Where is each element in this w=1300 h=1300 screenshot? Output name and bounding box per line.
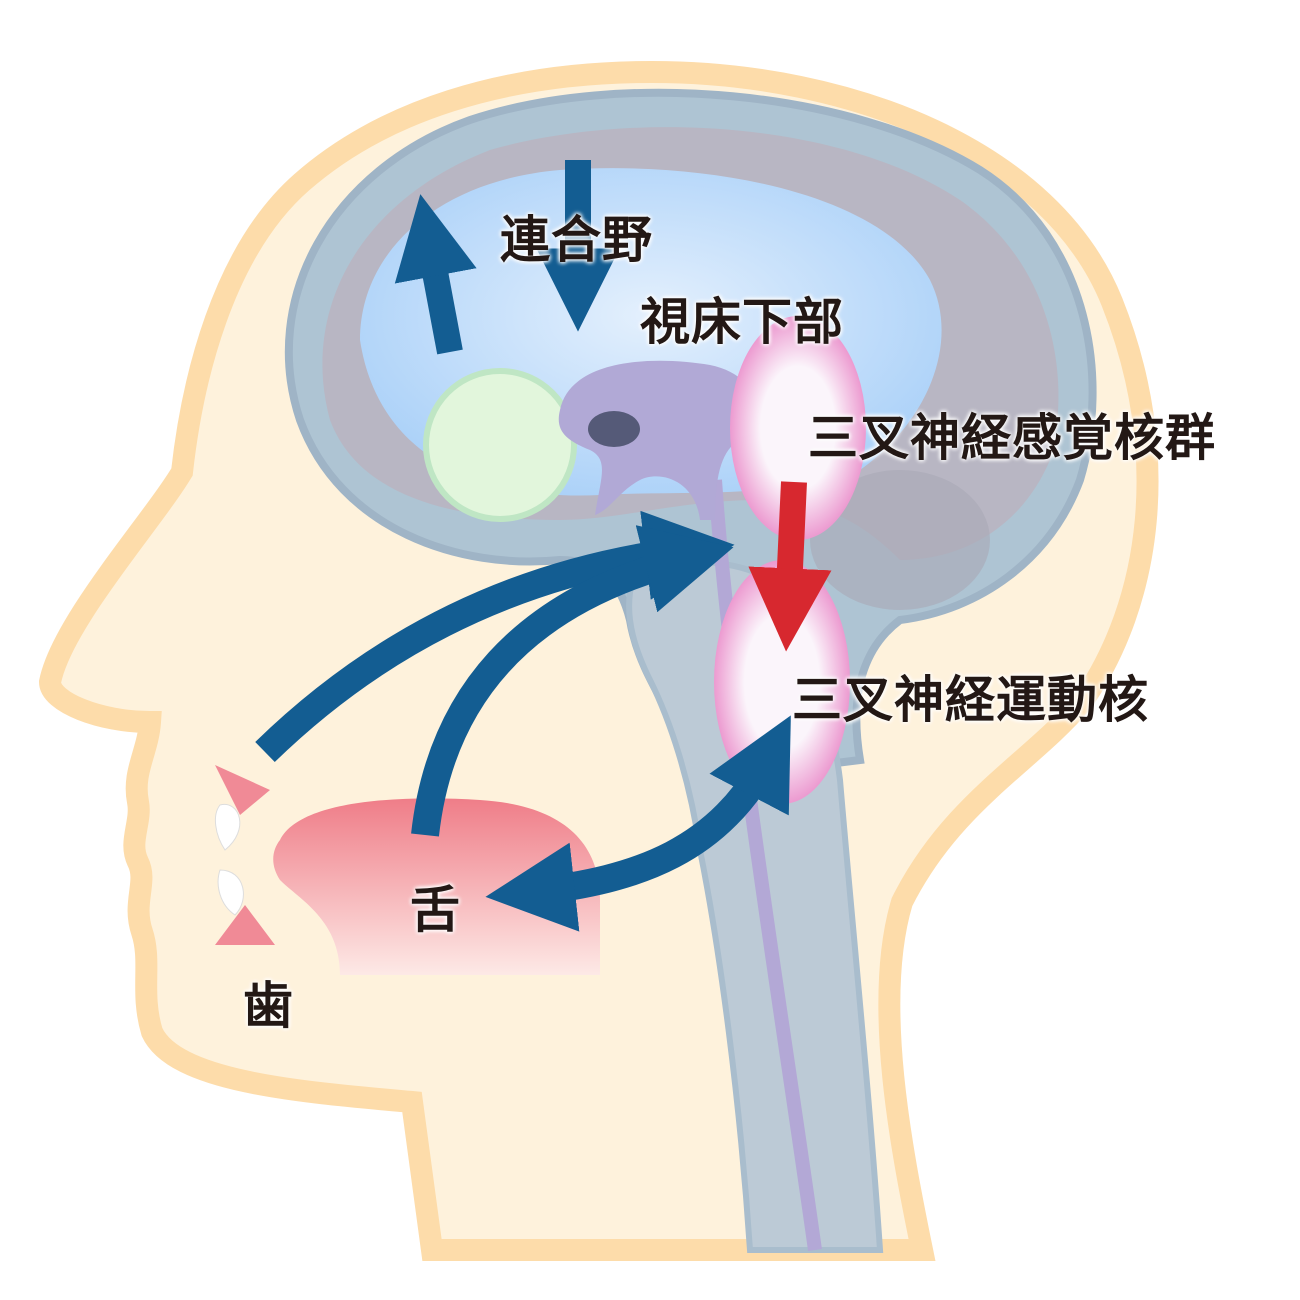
- arrow-motor-to-tongue: [485, 715, 791, 932]
- label-teeth: 歯: [243, 977, 294, 1035]
- arrow-up-cortex: [394, 194, 477, 355]
- green-body: [423, 368, 577, 522]
- label-association-cortex: 連合野: [500, 211, 653, 269]
- hypothalamus-shape: [558, 360, 757, 520]
- teeth-icon: [214, 765, 275, 945]
- label-tongue: 舌: [410, 881, 461, 939]
- arrow-tongue-to-brainstem: [411, 525, 734, 837]
- label-trigeminal-motor-nucleus: 三叉神経運動核: [792, 671, 1149, 729]
- arrow-sensory-to-motor: [748, 481, 832, 652]
- label-hypothalamus: 視床下部: [640, 293, 844, 351]
- arrows: [255, 160, 832, 932]
- label-trigeminal-sensory-nuclei: 三叉神経感覚核群: [808, 409, 1216, 467]
- thalamus-dark-spot: [588, 411, 640, 447]
- arrow-teeth-to-brainstem: [255, 510, 735, 763]
- trigeminal-sensory-nuclei-shape: [730, 316, 866, 540]
- cerebellum: [810, 470, 990, 610]
